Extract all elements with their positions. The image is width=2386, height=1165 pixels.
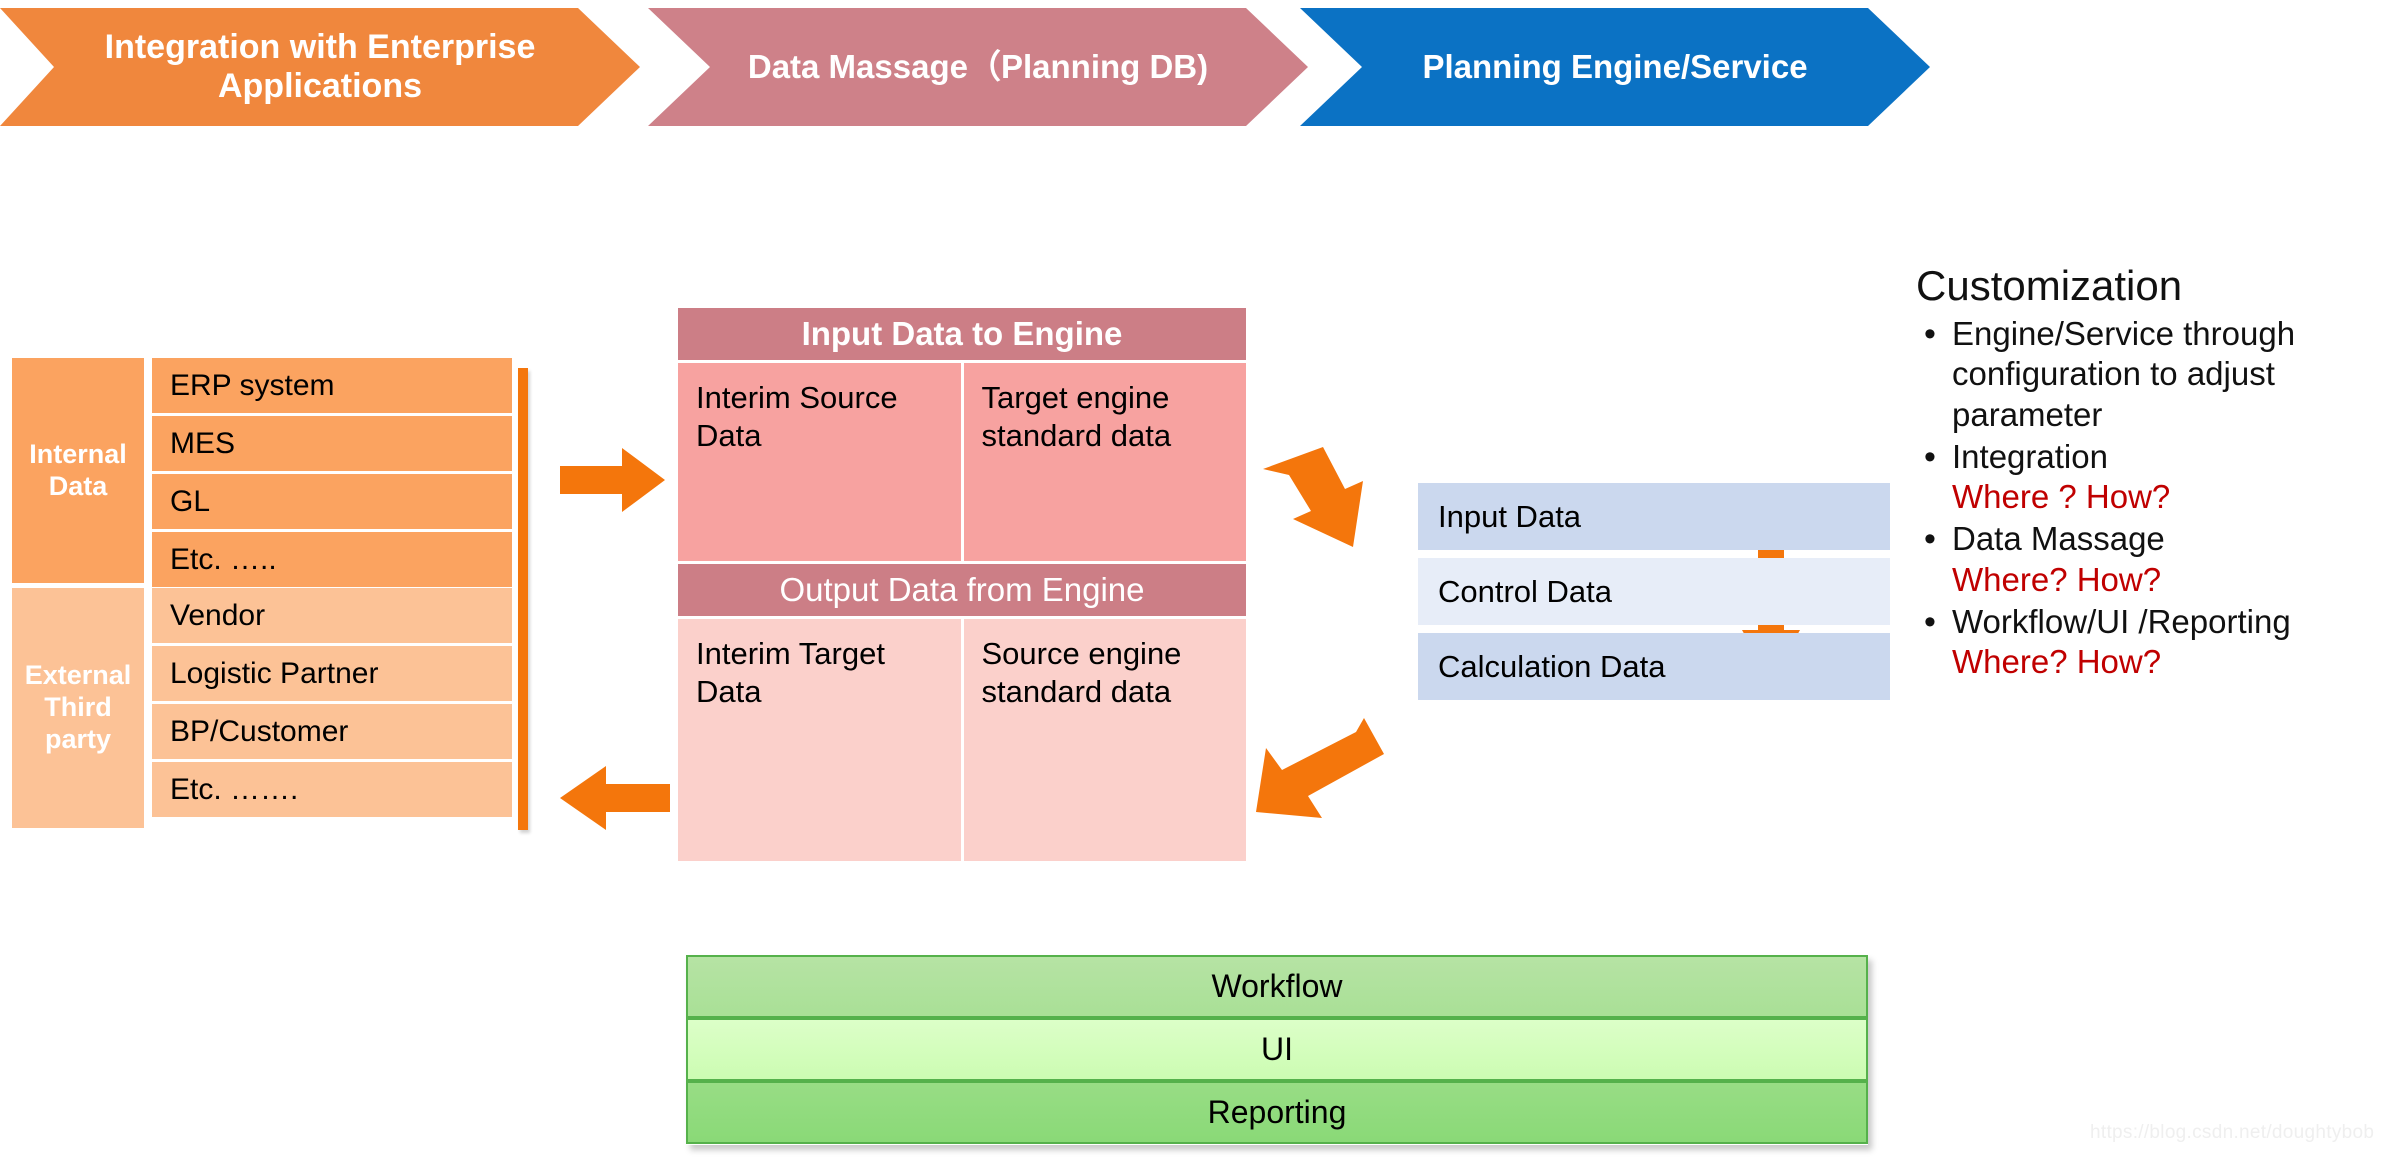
customization-item-question: Where ? How? <box>1952 478 2171 515</box>
process-banner: Integration with Enterprise Applications… <box>0 8 1930 126</box>
customization-item-text: Engine/Service through configuration to … <box>1952 315 2296 433</box>
banner-step-integration[interactable]: Integration with Enterprise Applications <box>0 8 640 126</box>
engine-input-header: Input Data to Engine <box>678 308 1246 360</box>
source-item-internal-3[interactable]: Etc. ….. <box>152 532 512 587</box>
banner-step-data-massage[interactable]: Data Massage（Planning DB) <box>648 8 1308 126</box>
customization-item-1: • Integration Where ? How? <box>1908 437 2378 518</box>
customization-item-label: Workflow/UI /Reporting <box>1952 602 2291 640</box>
customization-panel: Customization • Engine/Service through c… <box>1908 262 2378 682</box>
banner-step-label: Integration with Enterprise Applications <box>104 27 536 105</box>
customization-item-3: • Workflow/UI /Reporting Where? How? <box>1908 602 2378 683</box>
engine-output-header: Output Data from Engine <box>678 564 1246 616</box>
engine-input-right: Target engine standard data <box>963 363 1246 561</box>
customization-title: Customization <box>1916 262 2183 309</box>
arrow-right-sources-to-engine <box>560 448 665 512</box>
customization-item-0: • Engine/Service through configuration t… <box>1908 314 2378 435</box>
customization-item-text: Workflow/UI /Reporting Where? How? <box>1952 602 2291 683</box>
platform-row-reporting[interactable]: Reporting <box>686 1081 1868 1144</box>
banner-step-planning-engine[interactable]: Planning Engine/Service <box>1300 8 1930 126</box>
engine-input-left: Interim Source Data <box>678 363 961 561</box>
customization-item-text: Integration Where ? How? <box>1952 437 2170 518</box>
customization-item-question: Where? How? <box>1952 560 2162 598</box>
platform-row-workflow[interactable]: Workflow <box>686 955 1868 1018</box>
bullet-icon: • <box>1924 315 1936 353</box>
engine-output-body: Interim Target Data Source engine standa… <box>678 619 1246 861</box>
source-group-internal-label: Internal Data <box>12 358 144 583</box>
engine-input-body: Interim Source Data Target engine standa… <box>678 363 1246 561</box>
source-item-internal-2[interactable]: GL <box>152 474 512 529</box>
engine-output-right: Source engine standard data <box>963 619 1246 861</box>
customization-item-2: • Data Massage Where? How? <box>1908 519 2378 600</box>
watermark: https://blog.csdn.net/doughtybob <box>2090 1122 2375 1143</box>
source-item-external-2[interactable]: BP/Customer <box>152 704 512 759</box>
arrow-diagonal-data-to-engine <box>1256 718 1384 818</box>
platform-row-ui[interactable]: UI <box>686 1018 1868 1081</box>
engine-data-row-calculation[interactable]: Calculation Data <box>1418 633 1890 700</box>
platform-stack: Workflow UI Reporting <box>686 955 1868 1145</box>
arrow-left-engine-to-sources <box>560 766 670 830</box>
customization-item-label: Integration <box>1952 437 2108 475</box>
engine-data-row-control[interactable]: Control Data <box>1418 558 1890 625</box>
customization-item-text: Data Massage Where? How? <box>1952 519 2165 600</box>
source-item-external-0[interactable]: Vendor <box>152 588 512 643</box>
customization-item-question: Where? How? <box>1952 643 2162 680</box>
arrow-diagonal-engine-to-data <box>1263 447 1363 547</box>
bullet-icon: • <box>1924 520 1936 559</box>
source-group-external-label: External Third party <box>12 588 144 828</box>
bullet-icon: • <box>1924 437 1936 476</box>
engine-io-panel: Input Data to Engine Interim Source Data… <box>678 308 1246 928</box>
source-item-external-1[interactable]: Logistic Partner <box>152 646 512 701</box>
integration-bus-bar <box>518 368 528 830</box>
source-item-internal-0[interactable]: ERP system <box>152 358 512 413</box>
engine-data-row-input[interactable]: Input Data <box>1418 483 1890 550</box>
bullet-icon: • <box>1924 602 1936 641</box>
customization-item-label: Data Massage <box>1952 520 2165 558</box>
banner-step-label: Planning Engine/Service <box>1422 48 1808 86</box>
source-item-internal-1[interactable]: MES <box>152 416 512 471</box>
engine-output-left: Interim Target Data <box>678 619 961 861</box>
data-sources-table: Internal Data ERP system MES GL Etc. …..… <box>12 358 512 828</box>
source-item-external-3[interactable]: Etc. ……. <box>152 762 512 817</box>
engine-data-panel: Input Data Control Data Calculation Data <box>1418 483 1890 700</box>
banner-step-label: Data Massage（Planning DB) <box>747 48 1209 86</box>
